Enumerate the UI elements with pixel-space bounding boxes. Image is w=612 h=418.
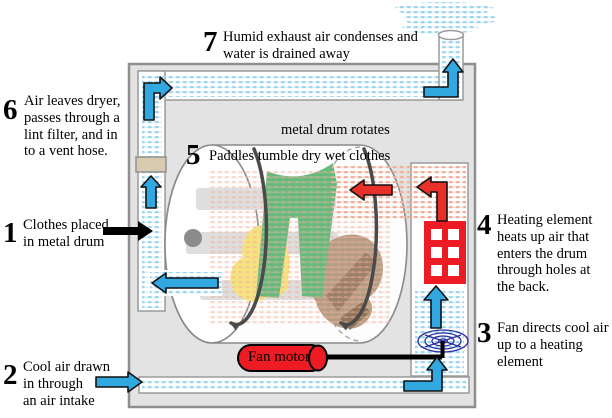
fan-to-heater-arrow <box>423 285 449 329</box>
step4-text: Heating element heats up air that enters… <box>497 212 593 296</box>
heater-grid-icon <box>424 221 466 284</box>
step1-number: 1 <box>3 217 18 249</box>
intake-corner-arrow <box>403 356 448 392</box>
step3-text: Fan directs cool air up to a heating ele… <box>497 320 609 370</box>
fan-motor <box>237 344 328 372</box>
step2-text: Cool air drawn in through an air intake <box>23 359 110 409</box>
drum-rotation-arrows <box>229 147 379 331</box>
heater-exit-arrow <box>416 176 448 222</box>
black-arrow-icon <box>103 221 153 241</box>
step7-text: Humid exhaust air condenses and water is… <box>223 29 418 62</box>
step5-number: 5 <box>186 139 201 171</box>
step3-number: 3 <box>477 317 492 349</box>
step6-text: Air leaves dryer, passes through a lint … <box>24 93 121 160</box>
drum-rotates-caption: metal drum rotates <box>281 122 390 138</box>
step6-number: 6 <box>3 94 18 126</box>
lint-filter <box>135 156 167 173</box>
step5-text: Paddles tumble dry wet clothes <box>209 148 391 164</box>
vent-corner-arrow <box>423 58 464 98</box>
step4-number: 4 <box>477 209 492 241</box>
drum-exhaust-arrow <box>151 272 219 294</box>
filter-up-arrow <box>140 175 162 209</box>
cool-air-dots-bottom <box>142 380 466 391</box>
hot-air-into-drum-arrow <box>349 179 393 201</box>
step7-number: 7 <box>203 26 218 58</box>
fan-motor-label: Fan motor <box>247 349 311 365</box>
step2-number: 2 <box>3 359 18 391</box>
red-arrow-icons <box>349 176 448 222</box>
vapor-cloud-icon <box>394 2 497 34</box>
intake-arrow <box>95 371 143 393</box>
motor-drive-shaft <box>320 354 442 360</box>
blue-arrow-icons <box>95 58 464 393</box>
drum-back-edge <box>313 146 361 342</box>
fan-shaft <box>440 341 445 358</box>
drum-hub <box>184 229 202 247</box>
lint-duct-corner-arrow <box>143 76 173 121</box>
step1-text: Clothes placed in metal drum <box>23 217 109 250</box>
cool-air-dots-top <box>142 74 458 97</box>
